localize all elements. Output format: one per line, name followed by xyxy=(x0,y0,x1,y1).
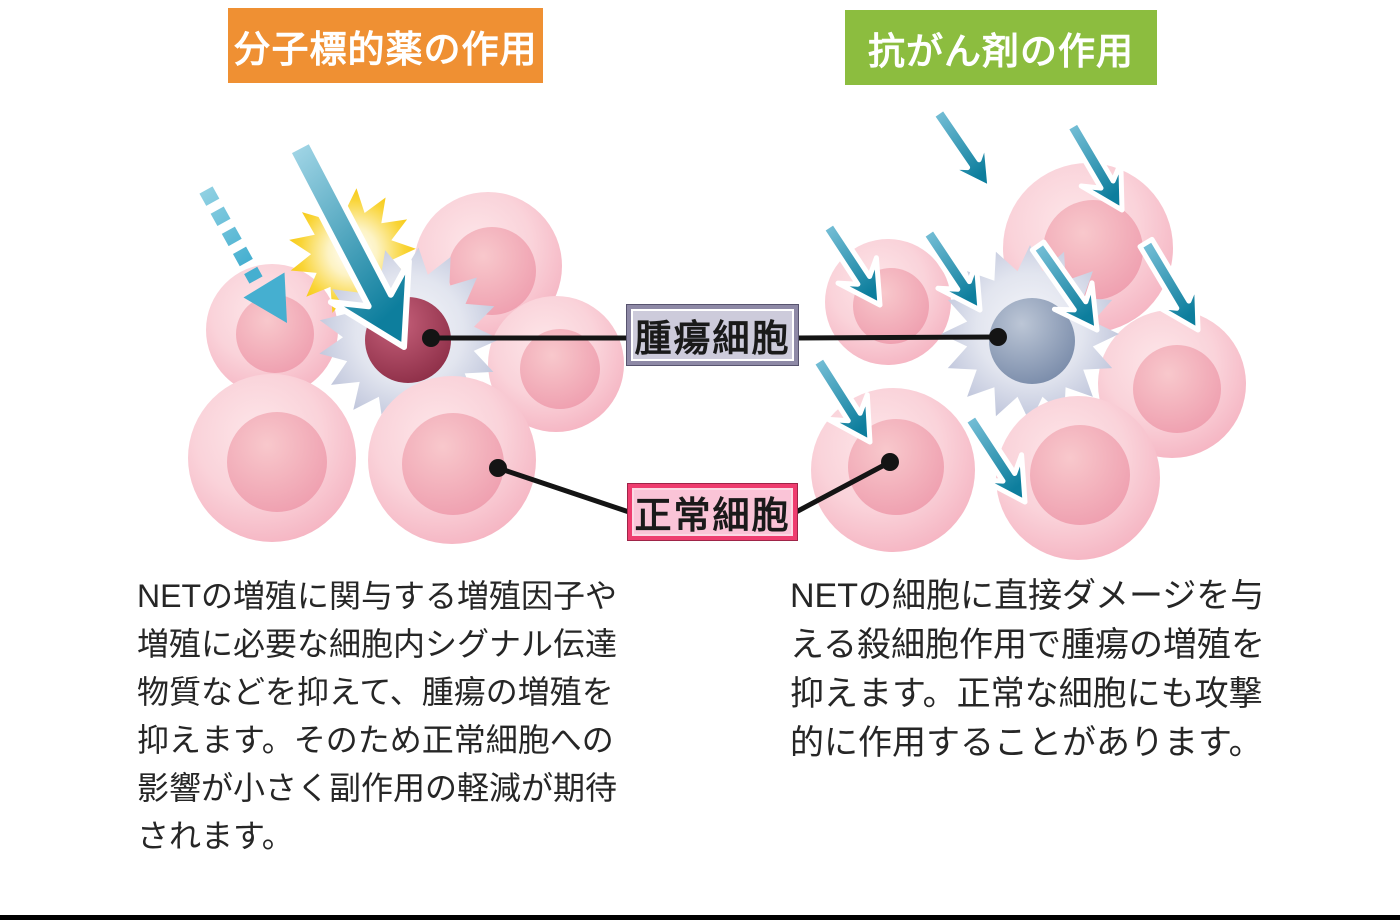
chemo-arrow-icon xyxy=(961,411,1028,505)
caption-molecular-targeted-drug: NETの増殖に関与する増殖因子や 増殖に必要な細胞内シグナル伝達 物質などを抑え… xyxy=(137,578,618,854)
right-cell-cluster xyxy=(809,105,1246,560)
label-connectors xyxy=(431,334,999,515)
normal-cell-label: 正常細胞 xyxy=(628,484,797,540)
bottom-border-rule xyxy=(0,915,1400,920)
connector-dots xyxy=(422,328,1007,477)
chemo-arrow-icon xyxy=(919,225,983,313)
normal-cell-icon xyxy=(368,376,536,544)
normal-cell-icon xyxy=(488,296,624,432)
connector-dot xyxy=(489,459,507,477)
connector-dot xyxy=(881,453,899,471)
chemo-arrow-icon xyxy=(929,105,993,191)
connector-dot xyxy=(422,329,440,347)
chemo-arrow-icon xyxy=(1029,239,1100,333)
blocked-signal-dashed-arrow-icon xyxy=(199,186,287,323)
chemo-arrow-icon xyxy=(1137,236,1201,333)
left-cell-cluster xyxy=(188,137,624,544)
connector-dot xyxy=(989,328,1007,346)
header-anticancer-drug: 抗がん剤の作用 xyxy=(845,10,1157,85)
normal-connector-right xyxy=(794,459,892,515)
targeted-drug-arrow-icon xyxy=(284,137,412,350)
tumor-connector-right xyxy=(797,334,999,341)
normal-connector-left xyxy=(497,465,630,515)
tumor-nucleus-right xyxy=(989,298,1075,384)
caption-anticancer-drug: NETの細胞に直接ダメージを与 える殺細胞作用で腫瘍の増殖を 抑えます。正常な細… xyxy=(790,577,1265,762)
normal-cell-icon xyxy=(996,396,1160,560)
normal-cell-icon xyxy=(206,264,338,396)
normal-cell-icon xyxy=(188,374,356,542)
chemo-arrows xyxy=(809,105,1201,505)
chemo-arrow-icon xyxy=(1063,119,1125,213)
chemo-arrow-icon xyxy=(809,353,873,445)
header-molecular-targeted-drug: 分子標的薬の作用 xyxy=(228,8,543,83)
tumor-cell-label: 腫瘍細胞 xyxy=(627,305,798,365)
chemo-arrow-icon xyxy=(819,219,883,308)
